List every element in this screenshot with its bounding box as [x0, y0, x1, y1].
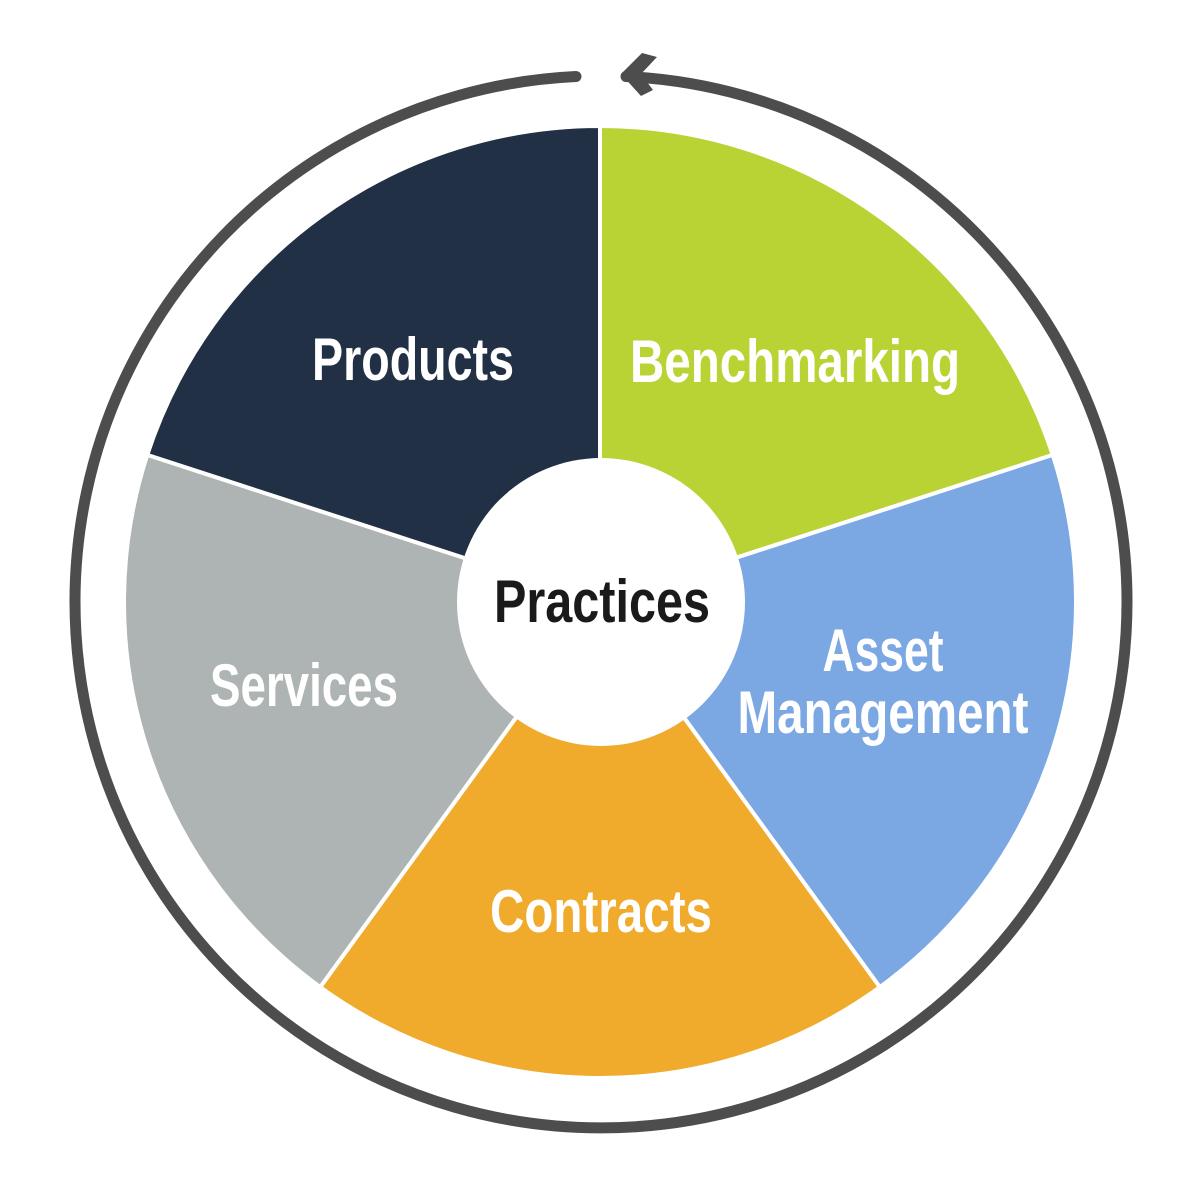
segment-contracts[interactable]: [318, 600, 882, 1080]
label-services: Services: [210, 652, 398, 719]
cycle-ring: [69, 53, 1133, 1134]
label-products: Products: [312, 326, 514, 393]
label-benchmarking: Benchmarking: [630, 328, 960, 395]
label-asset: Asset: [823, 617, 944, 684]
label-contracts: Contracts: [490, 878, 712, 945]
label-practices: Practices: [494, 568, 710, 635]
segment-products[interactable]: [145, 124, 602, 604]
arrowhead-icon: [621, 53, 657, 96]
label-management: Management: [738, 679, 1029, 746]
pie: [122, 124, 1078, 1080]
segment-benchmarking[interactable]: [598, 124, 1055, 604]
cycle-arc: [69, 71, 1133, 1134]
center-hub[interactable]: [457, 458, 745, 746]
